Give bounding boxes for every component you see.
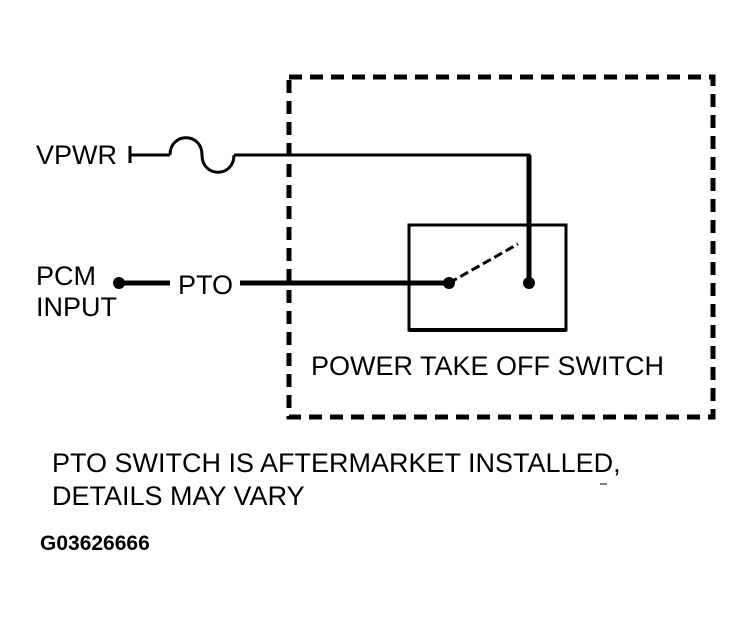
fuse-icon bbox=[168, 136, 236, 174]
switch-right-contact-icon bbox=[523, 277, 535, 289]
figure-code: G03626666 bbox=[40, 532, 150, 555]
switch-enclosure-dashed-border bbox=[286, 74, 716, 420]
pcm-input-label-line1: PCM bbox=[36, 261, 96, 291]
pto-wire-label: PTO bbox=[178, 270, 233, 300]
note-line-2: DETAILS MAY VARY bbox=[52, 481, 305, 511]
spst-switch-icon bbox=[448, 242, 519, 285]
pcm-input-label-line2: INPUT bbox=[36, 292, 117, 322]
note-line-1: PTO SWITCH IS AFTERMARKET INSTALLED, bbox=[52, 448, 621, 478]
switch-body bbox=[407, 223, 568, 332]
switch-label: POWER TAKE OFF SWITCH bbox=[311, 351, 664, 381]
vpwr-label: VPWR bbox=[36, 140, 117, 170]
